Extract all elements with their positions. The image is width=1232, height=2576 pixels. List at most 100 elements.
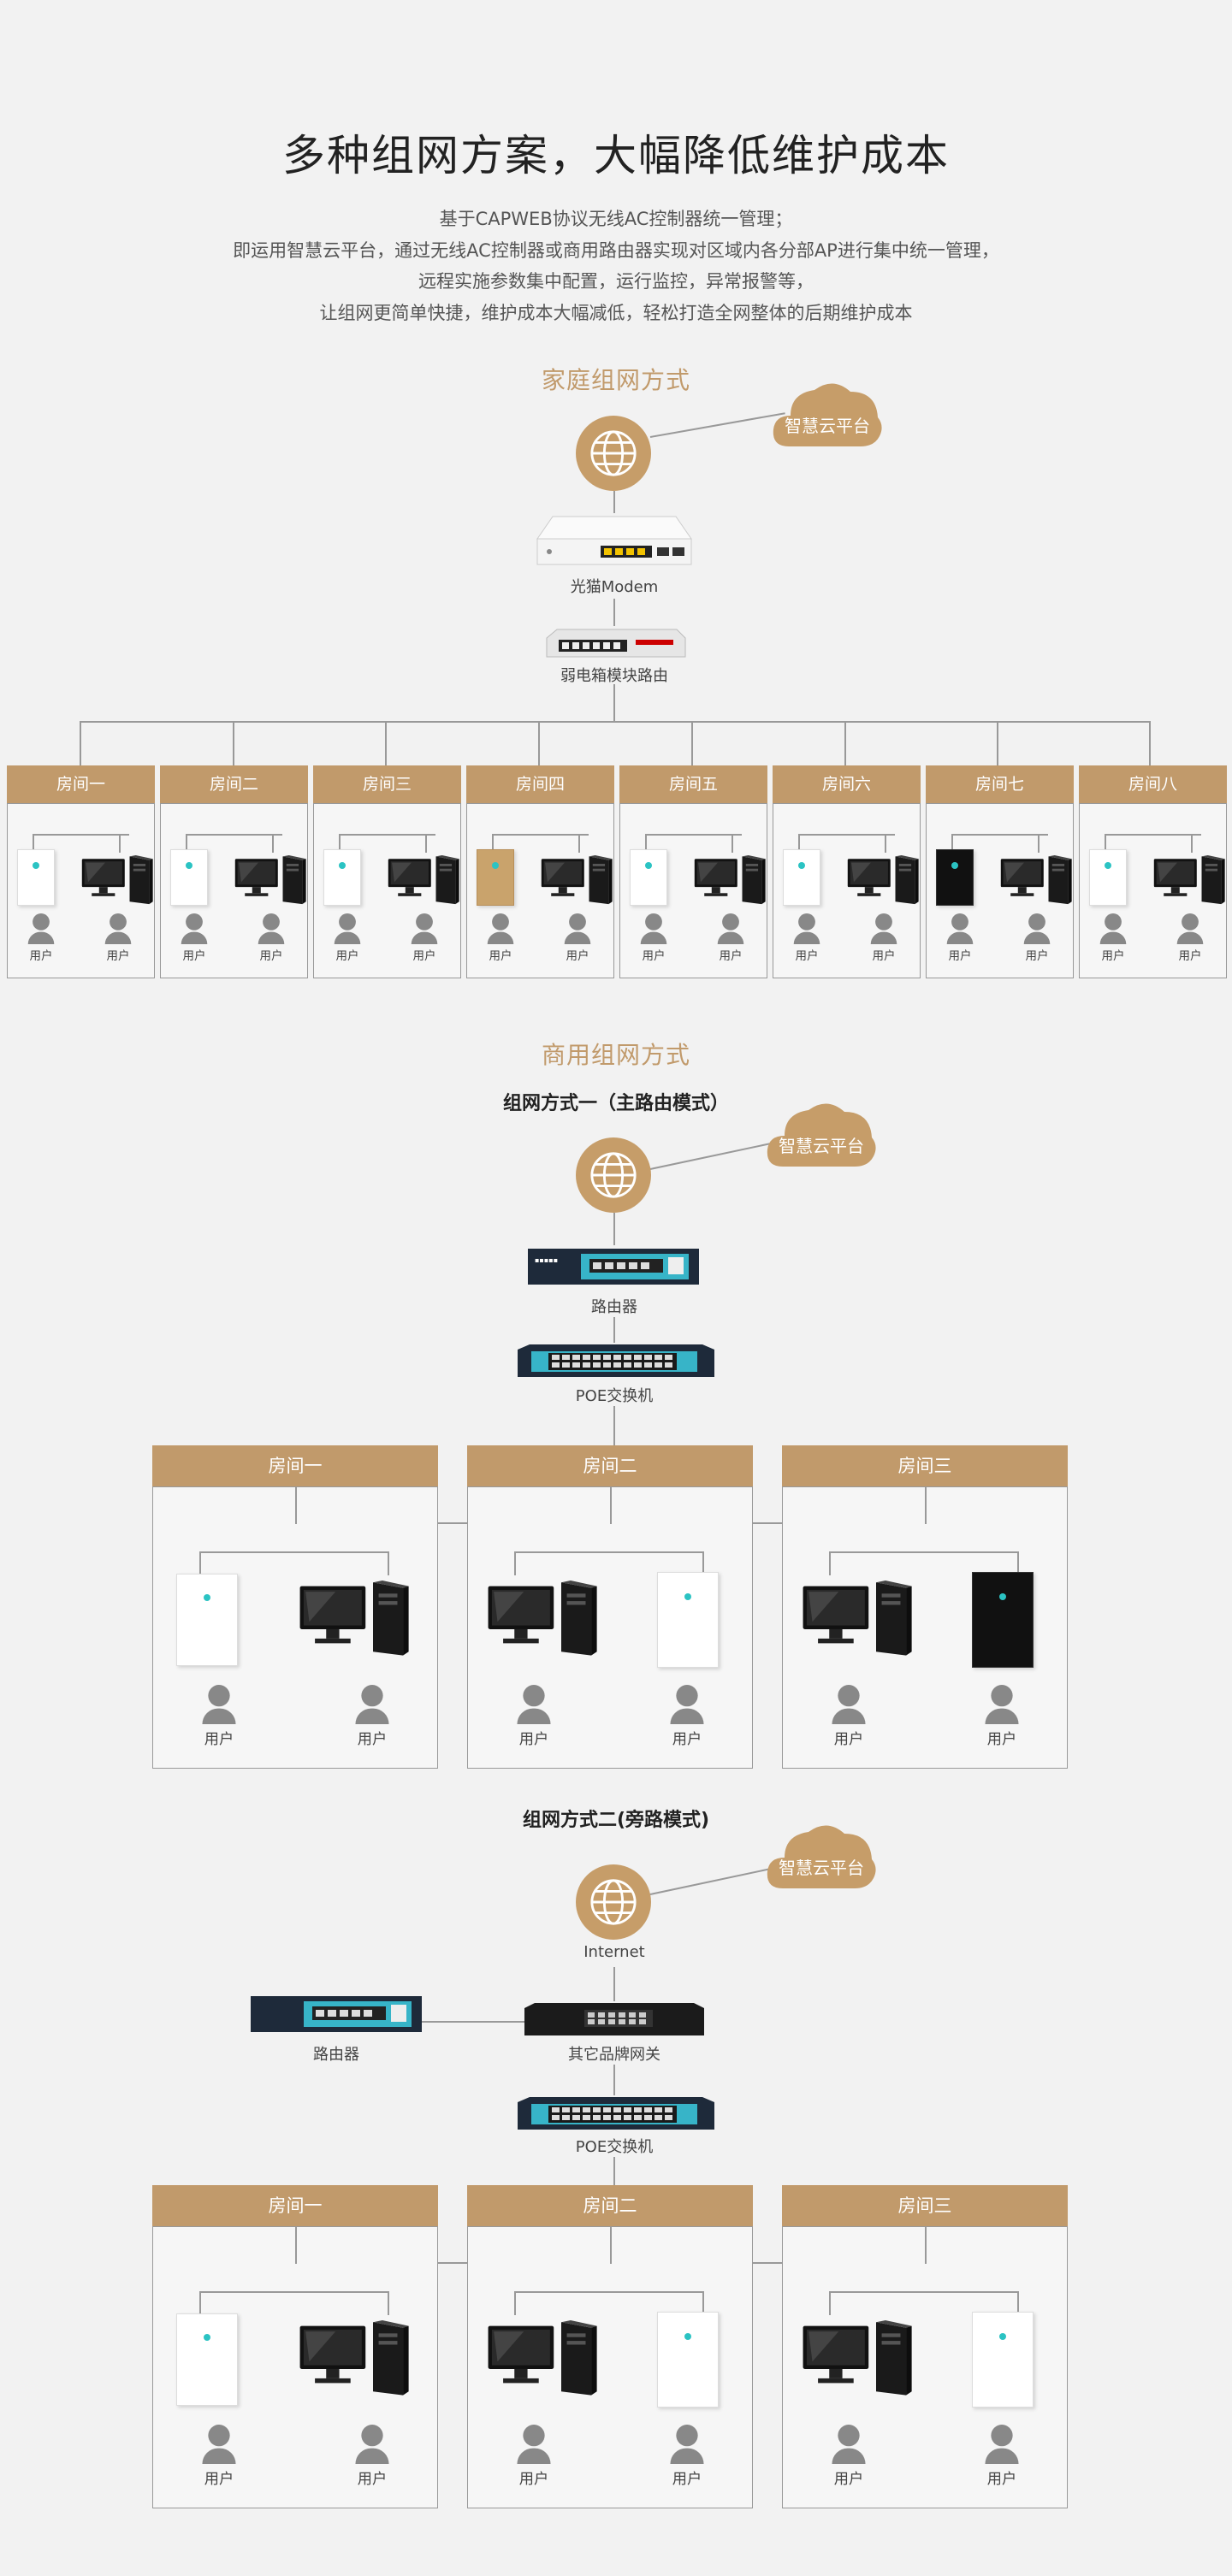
desktop-computer-icon [801,1580,912,1659]
user-label: 用户 [518,1729,549,1748]
cloud-platform-icon: 智慧云平台 [766,1818,877,1890]
user-label: 用户 [948,948,972,963]
wall-ap-panel [972,2312,1034,2408]
user-body [202,2448,236,2464]
user-icon: 用户 [562,913,593,964]
ap-indicator-icon [999,1593,1006,1601]
user-body [517,1708,551,1724]
user-head [1182,913,1199,931]
user-icon: 用户 [791,913,822,964]
user-label: 用户 [412,948,436,963]
user-label: 用户 [986,2469,1017,2488]
wall-ap-panel [783,849,820,906]
user-head [1105,913,1122,931]
user-body [27,931,55,944]
user-label: 用户 [719,948,743,963]
desktop-computer-icon [999,855,1072,907]
user-label: 用户 [335,948,359,963]
description-line-4: 让组网更简单快捷，维护成本大幅减低，轻松打造全网整体的后期维护成本 [319,303,913,323]
desktop-computer-icon [801,2320,912,2399]
user-icon: 用户 [26,913,56,964]
user-icon: 用户 [715,913,746,964]
user-body [517,2448,551,2464]
cloud-platform-label: 智慧云平台 [779,1858,864,1878]
user-label: 用户 [204,1729,234,1748]
room-header: 房间三 [313,765,461,803]
user-icon: 用户 [179,913,210,964]
room-header: 房间三 [782,2185,1068,2226]
gateway-label: 其它品牌网关 [568,2046,660,2064]
user-head [208,1685,230,1707]
user-body [832,1708,866,1724]
user-label: 用户 [1101,948,1125,963]
user-icon: 用户 [103,913,133,964]
room-header: 房间六 [773,765,921,803]
cloud-platform-icon: 智慧云平台 [766,1096,877,1168]
user-icon: 用户 [1175,913,1205,964]
user-label: 用户 [833,1729,864,1748]
gateway-device [524,2003,704,2037]
user-head [1028,913,1045,931]
user-body [985,2448,1019,2464]
desktop-computer-icon [540,855,613,907]
user-icon: 用户 [352,2425,392,2489]
description-line-2: 即运用智慧云平台，通过无线AC控制器或商用路由器实现对区域内各分部AP进行集中统… [233,240,999,261]
user-body [181,931,208,944]
wall-ap-panel [170,849,208,906]
user-icon: 用户 [667,1685,707,1749]
room-header: 房间一 [7,765,155,803]
ap-indicator-icon [999,2333,1006,2341]
user-head [208,2425,230,2447]
user-body [670,2448,704,2464]
wall-ap-panel [477,849,514,906]
router-device: ▪▪▪▪▪ [528,1245,699,1288]
user-head [492,913,509,931]
router-label: 路由器 [313,2046,359,2064]
desktop-computer-icon [298,2320,409,2399]
wall-ap-panel [1089,849,1127,906]
user-head [569,913,586,931]
ap-indicator-icon [645,862,652,870]
user-head [722,913,739,931]
ap-indicator-icon [204,1594,210,1602]
user-label: 用户 [259,948,283,963]
user-head [263,913,280,931]
user-label: 用户 [1025,948,1049,963]
user-icon: 用户 [199,2425,239,2489]
user-label: 用户 [357,1729,388,1748]
ap-indicator-icon [204,2334,210,2342]
ap-indicator-icon [492,862,499,870]
user-label: 用户 [489,948,512,963]
user-label: 用户 [182,948,206,963]
user-body [355,1708,389,1724]
user-head [339,913,356,931]
svg-text:▪▪▪▪▪: ▪▪▪▪▪ [535,1256,558,1264]
user-icon: 用户 [868,913,899,964]
user-label: 用户 [872,948,896,963]
user-icon: 用户 [514,1685,554,1749]
user-label: 用户 [642,948,666,963]
user-icon: 用户 [199,1685,239,1749]
room-header: 房间五 [619,765,767,803]
user-head [991,1685,1013,1707]
user-icon: 用户 [485,913,516,964]
room-header: 房间八 [1079,765,1227,803]
mode1-subtitle: 组网方式一（主路由模式） [502,1093,729,1114]
router-device [251,1993,422,2035]
user-head [838,1685,860,1707]
desktop-computer-icon [486,2320,597,2399]
wall-ap-panel [176,2313,238,2406]
user-body [104,931,132,944]
modem-device [532,513,696,571]
ap-indicator-icon [1105,862,1111,870]
user-body [717,931,744,944]
wall-ap-panel [630,849,667,906]
user-label: 用户 [518,2469,549,2488]
wall-ap-panel [936,849,974,906]
internet-label: Internet [583,1943,645,1961]
cloud-platform-icon: 智慧云平台 [772,376,883,448]
user-icon: 用户 [1022,913,1052,964]
user-label: 用户 [795,948,819,963]
user-icon: 用户 [945,913,975,964]
room-header: 房间一 [152,2185,438,2226]
